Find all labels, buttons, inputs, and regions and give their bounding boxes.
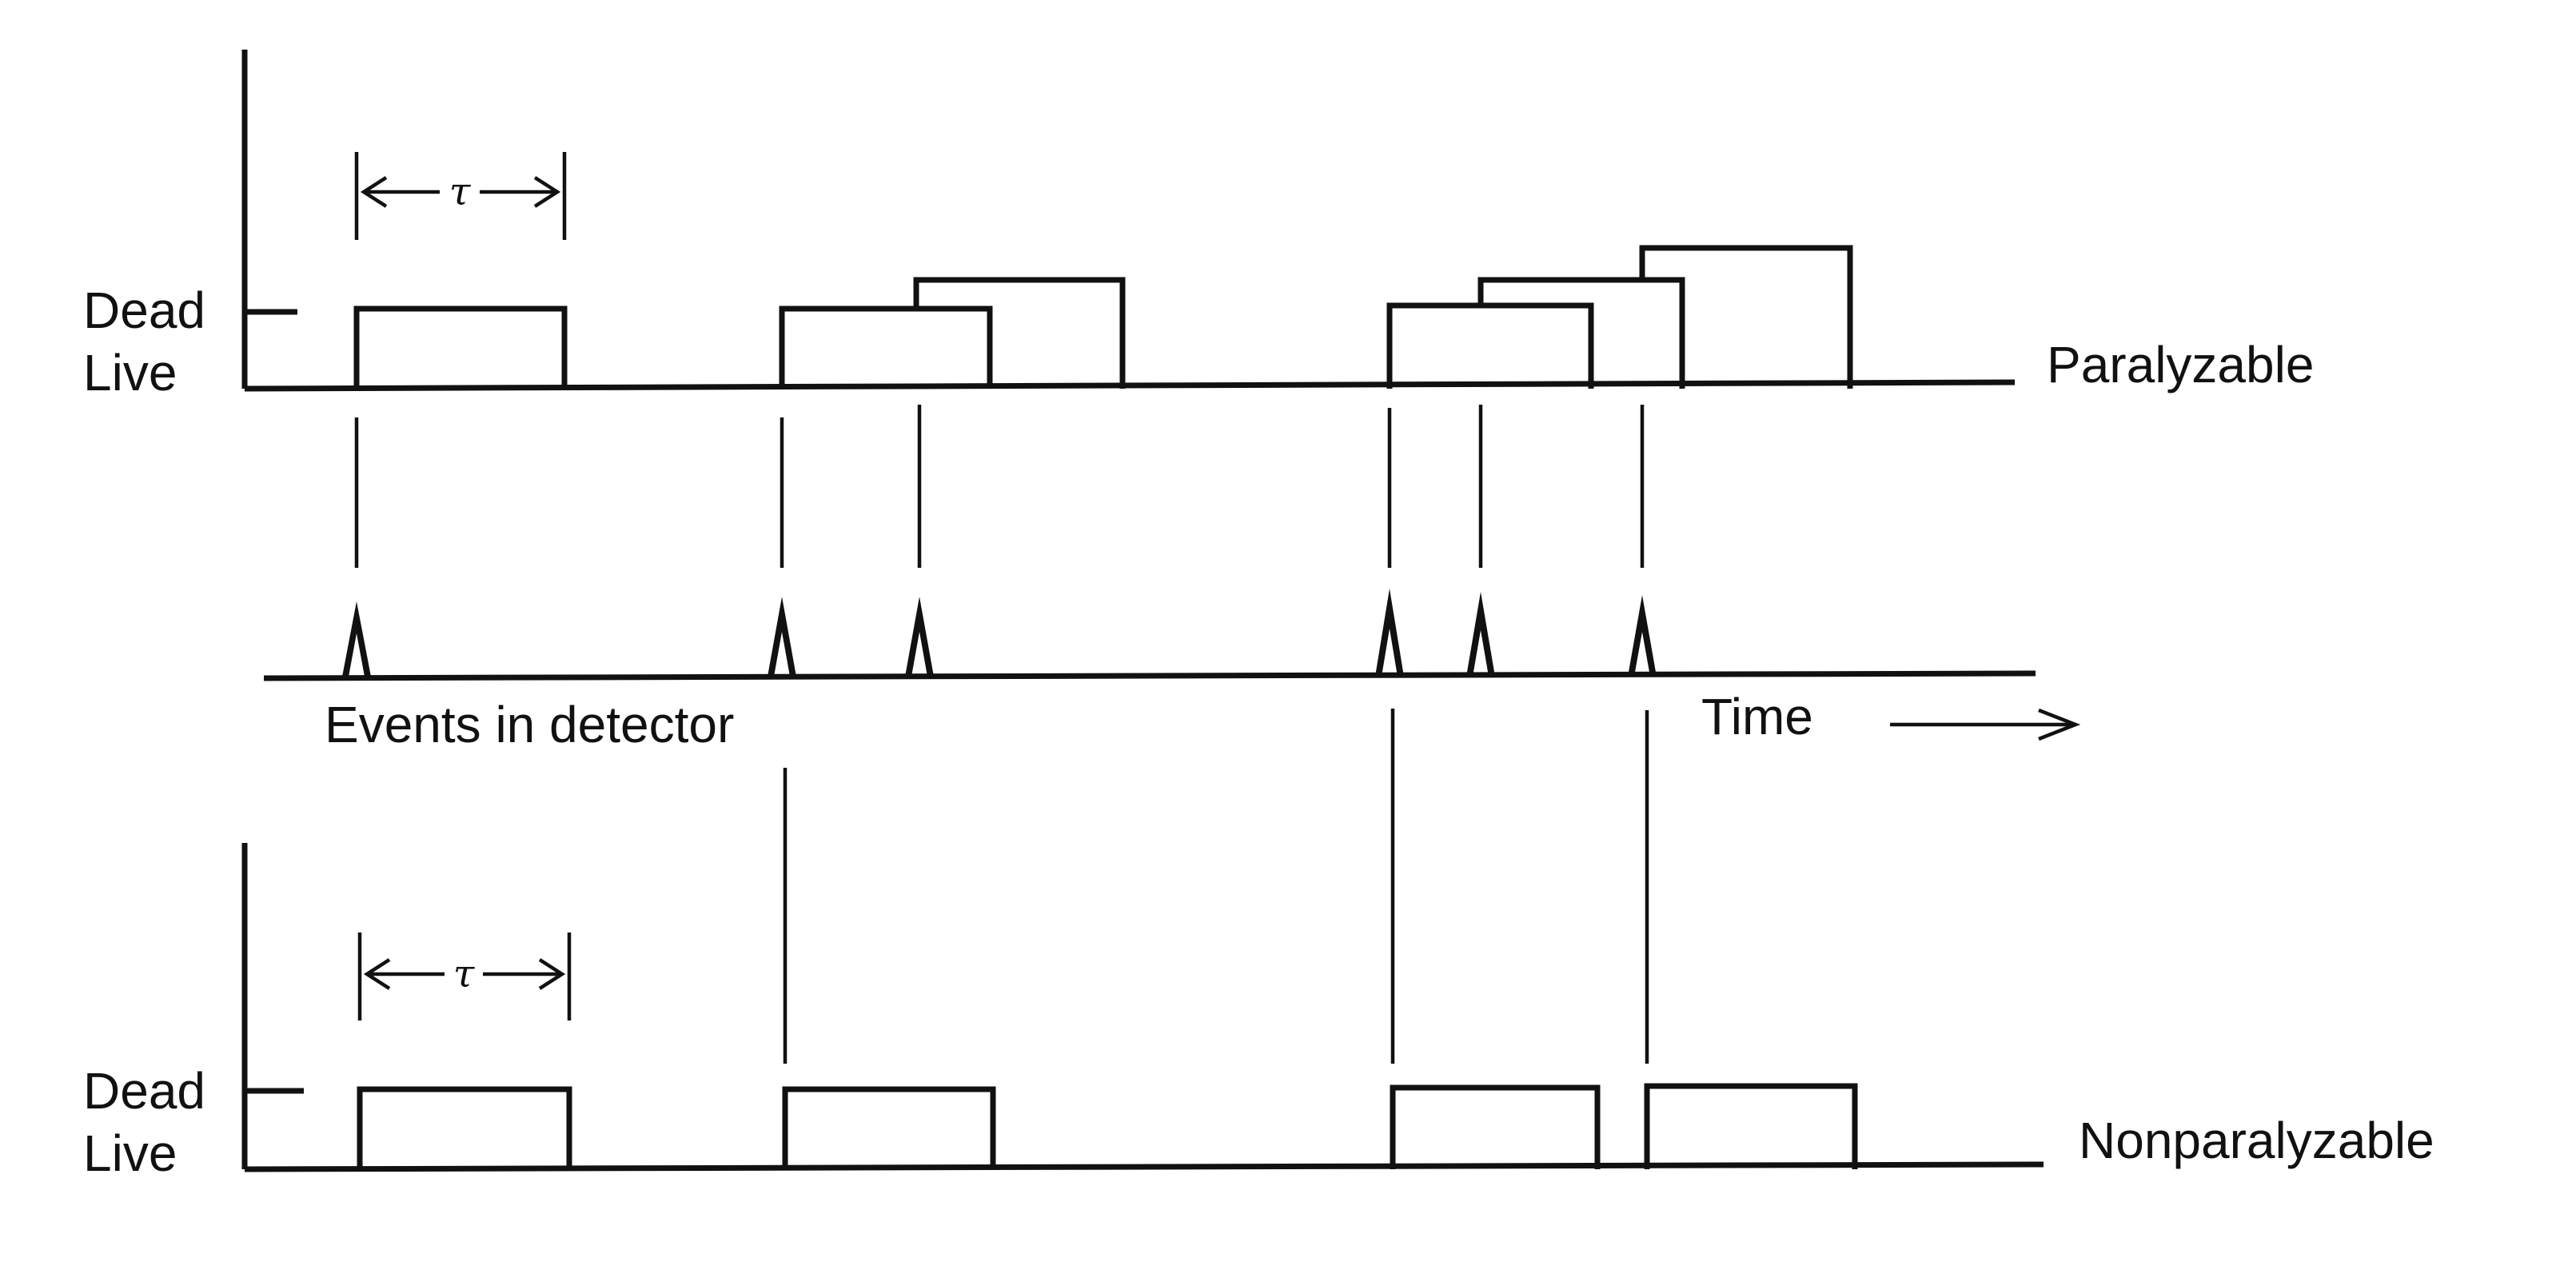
paralyzable-pulse xyxy=(353,306,568,389)
paralyzable-pulse xyxy=(913,277,1126,389)
paralyzable-tau-label: τ xyxy=(449,170,472,214)
paralyzable-panel: τ Dead Live Paralyzable xyxy=(83,50,2314,401)
nonparalyzable-tau-label: τ xyxy=(453,952,476,996)
paralyzable-pulse xyxy=(779,306,993,389)
detector-event-spike xyxy=(1375,589,1404,677)
nonparalyzable-pulse xyxy=(357,1086,572,1169)
paralyzable-tau-marker: τ xyxy=(354,152,567,240)
detector-event-spike xyxy=(905,597,934,677)
nonparalyzable-pulse xyxy=(1390,1084,1601,1169)
events-label: Events in detector xyxy=(325,696,734,753)
paralyzable-dead-label: Dead xyxy=(83,282,205,339)
nonparalyzable-panel: τ Dead Live Nonparalyzable xyxy=(83,843,2434,1182)
nonparalyzable-tau-marker: τ xyxy=(357,933,572,1020)
events-panel: Events in detector Time xyxy=(263,589,2081,753)
nonparalyzable-mode-label: Nonparalyzable xyxy=(2079,1112,2434,1169)
detector-event-spike xyxy=(1628,595,1657,677)
nonparalyzable-pulse xyxy=(1644,1083,1858,1169)
event-connectors-bottom xyxy=(783,709,1649,1064)
paralyzable-live-label: Live xyxy=(83,344,177,401)
paralyzable-mode-label: Paralyzable xyxy=(2047,336,2314,393)
time-arrow-icon xyxy=(1890,708,2081,741)
events-baseline xyxy=(263,670,2036,681)
nonparalyzable-dead-label: Dead xyxy=(83,1062,205,1120)
nonparalyzable-baseline xyxy=(244,1161,2044,1172)
paralyzable-baseline xyxy=(244,379,2016,392)
detector-event-spike xyxy=(1466,592,1495,677)
event-connectors-top xyxy=(354,405,1645,568)
nonparalyzable-live-label: Live xyxy=(83,1124,177,1182)
nonparalyzable-pulse xyxy=(782,1086,996,1169)
paralyzable-pulse xyxy=(1639,245,1853,389)
detector-event-spike xyxy=(768,597,796,677)
time-label: Time xyxy=(1701,688,1813,745)
paralyzable-pulse xyxy=(1477,277,1685,389)
paralyzable-pulse xyxy=(1386,302,1594,389)
detector-event-spike xyxy=(342,601,371,677)
